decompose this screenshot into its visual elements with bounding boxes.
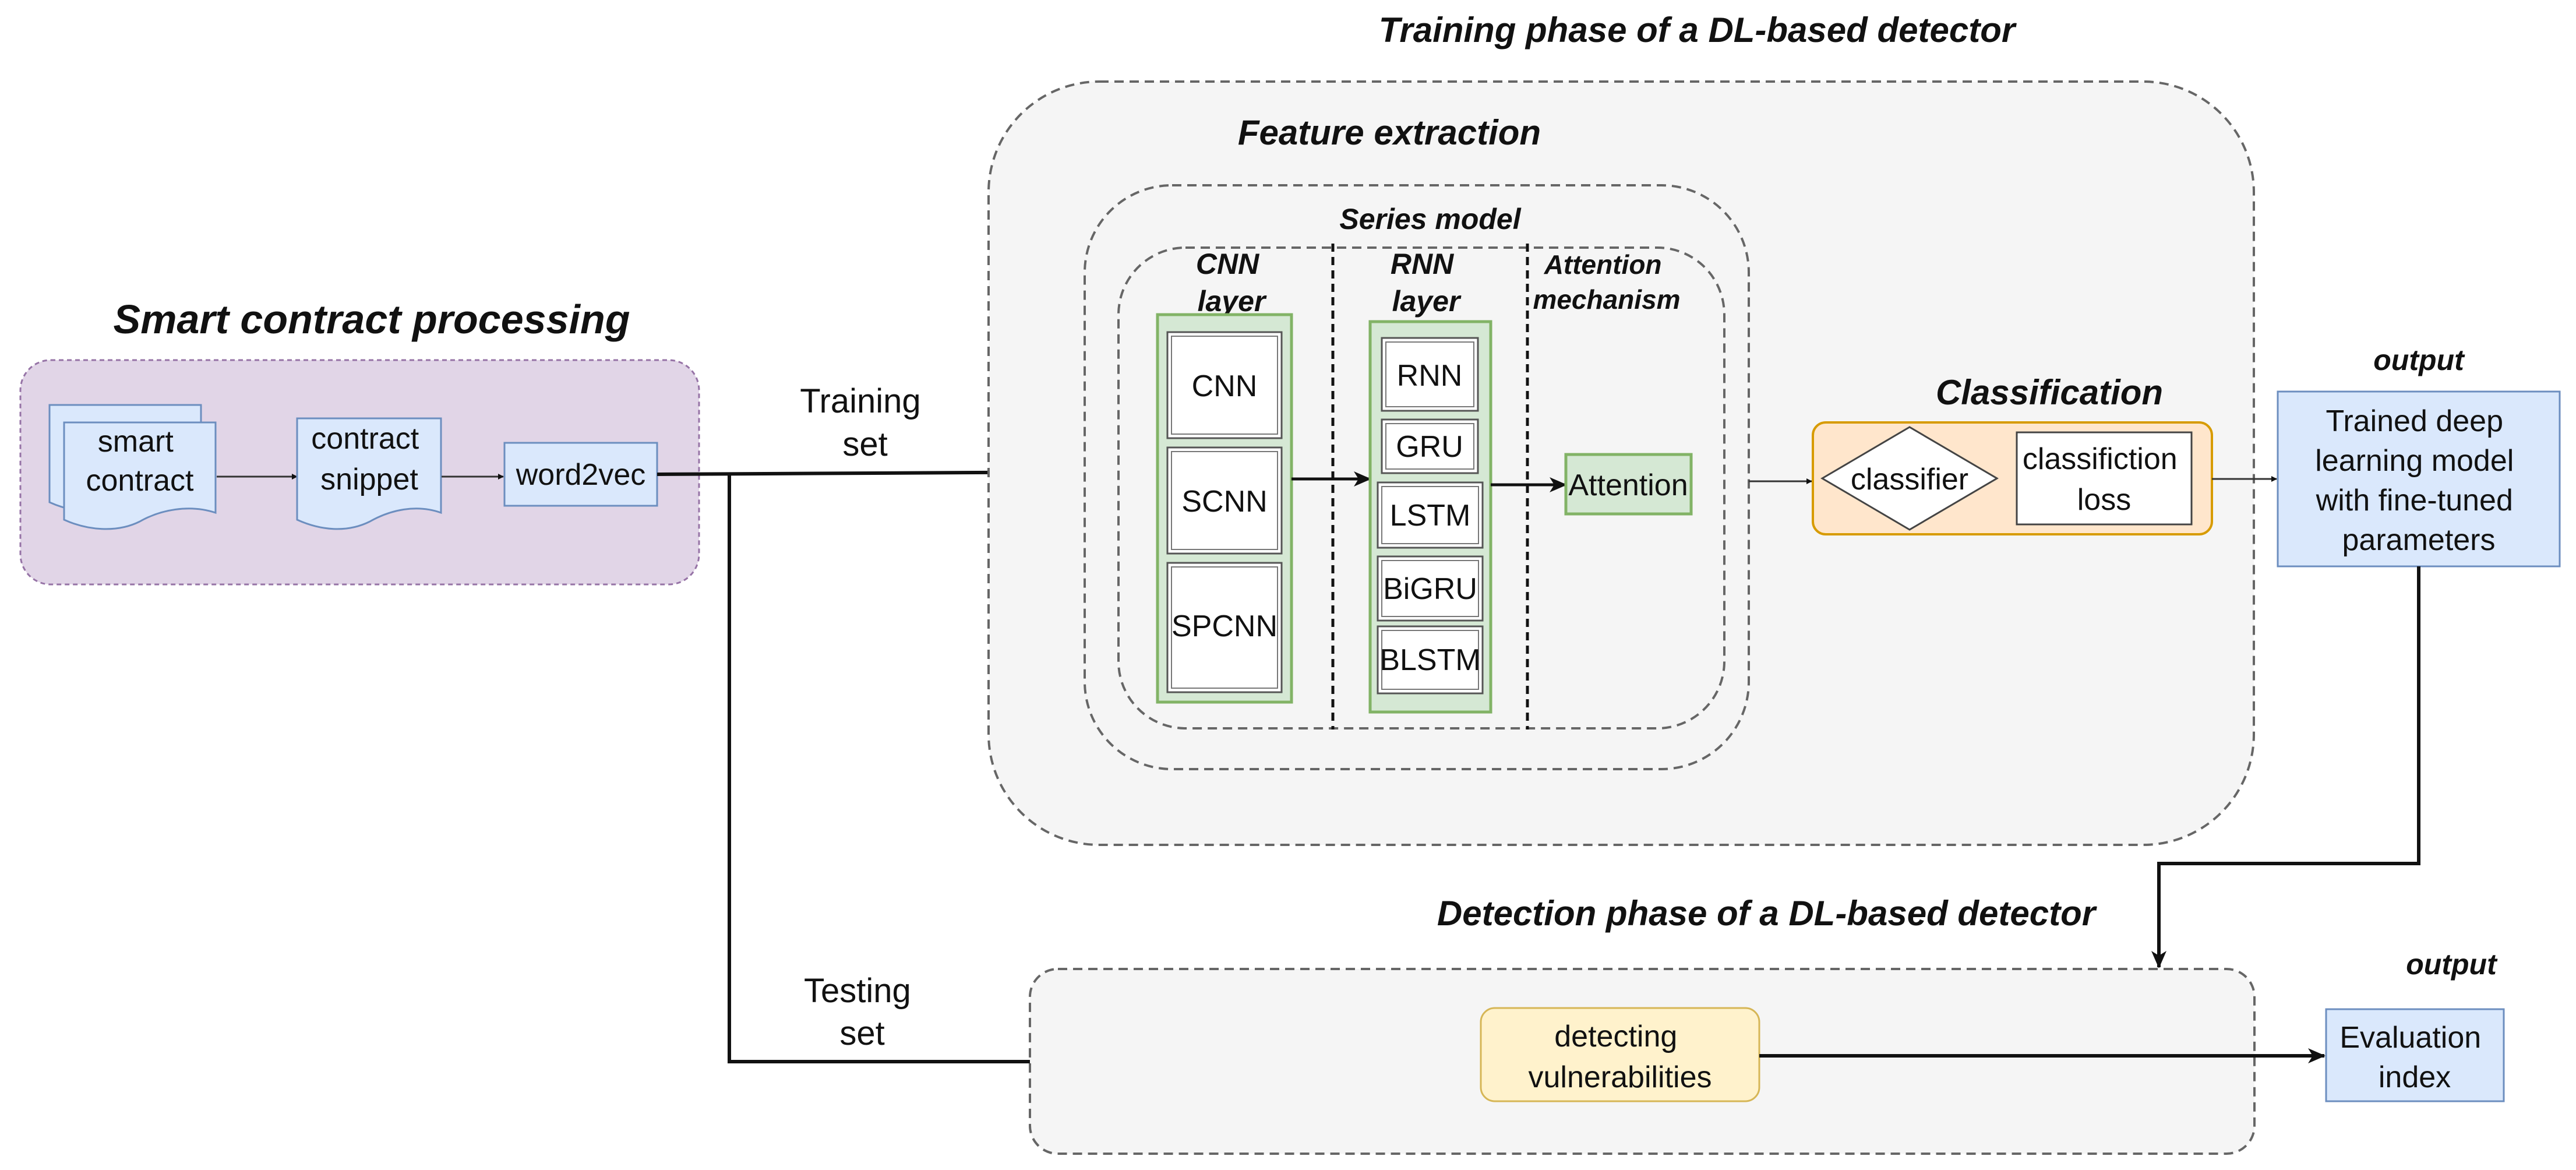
classifier-node: classifier (1820, 426, 1999, 531)
svg-text:Training set: Training set (800, 382, 930, 463)
detecting-vulnerabilities-node: detecting vulnerabilities (1480, 1007, 1760, 1102)
processing-title: Smart contract processing (114, 297, 630, 342)
cnn-item-scnn-label: SCNN (1181, 485, 1267, 519)
svg-text:Testing set: Testing set (804, 972, 920, 1052)
feature-extraction-panel (1084, 184, 1750, 770)
attention-title-1: Attention (1544, 249, 1662, 280)
detecting-line-2: vulnerabilities (1528, 1060, 1712, 1094)
series-model-title: Series model (1339, 203, 1521, 235)
feature-extraction-title: Feature extraction (1238, 113, 1541, 152)
rnn-item-rnn-label: RNN (1397, 359, 1463, 393)
rnn-item-gru: GRU (1381, 418, 1479, 474)
attention-node: Attention (1564, 453, 1693, 516)
svg-text:smart contract: smart contract (86, 425, 195, 498)
evaluation-line-1: Evaluation (2339, 1021, 2481, 1055)
attention-title-2: mechanism (1533, 284, 1680, 315)
svg-text:CNN layer: CNN layer (1196, 248, 1267, 318)
cnn-layer-title-2: layer (1198, 285, 1267, 318)
rnn-item-gru-label: GRU (1396, 430, 1463, 464)
detection-output-label: output (2406, 948, 2498, 981)
trained-model-line-3: with fine-tuned (2316, 484, 2513, 517)
edge-trained-model-to-detection (2151, 566, 2420, 968)
cnn-item-scnn: SCNN (1166, 446, 1283, 555)
contract-snippet-line-2: snippet (320, 463, 418, 496)
cnn-item-cnn: CNN (1166, 331, 1283, 439)
classifier-label: classifier (1851, 463, 1968, 496)
loss-line-2: loss (2077, 483, 2131, 517)
rnn-item-bigru: BiGRU (1377, 555, 1484, 622)
series-model-panel (1117, 246, 1725, 730)
rnn-layer-title-2: layer (1392, 285, 1462, 318)
contract-snippet-line-1: contract (311, 422, 419, 456)
contract-snippet-node: contract snippet (296, 417, 442, 530)
training-output-label: output (2373, 344, 2465, 376)
svg-text:classifiction loss: classifiction loss (2023, 442, 2186, 517)
classification-loss-node: classifiction loss (2016, 431, 2193, 526)
svg-text:contract snippet: contract snippet (311, 422, 427, 496)
svg-text:Attention mechanism: Attention mechanism (1533, 249, 1680, 315)
training-set-line-2: set (842, 425, 887, 463)
attention-label: Attention (1568, 468, 1688, 502)
evaluation-line-2: index (2379, 1060, 2451, 1094)
rnn-item-lstm: LSTM (1377, 481, 1484, 549)
word2vec-label: word2vec (516, 458, 646, 492)
svg-text:Evaluation index: Evaluation index (2339, 1021, 2489, 1094)
trained-model-node: Trained deep learning model with fine-tu… (2277, 390, 2561, 568)
cnn-item-cnn-label: CNN (1192, 369, 1258, 403)
evaluation-index-node: Evaluation index (2325, 1008, 2505, 1102)
cnn-layer-title-1: CNN (1196, 248, 1259, 280)
trained-model-line-1: Trained deep (2326, 404, 2504, 438)
cnn-item-spcnn: SPCNN (1166, 562, 1283, 693)
cnn-item-spcnn-label: SPCNN (1171, 609, 1278, 643)
trained-model-line-2: learning model (2315, 444, 2514, 478)
svg-text:RNN layer: RNN layer (1391, 248, 1462, 318)
rnn-item-rnn: RNN (1381, 337, 1479, 412)
testing-set-line-1: Testing (804, 972, 911, 1010)
detecting-line-1: detecting (1554, 1020, 1677, 1053)
svg-text:Trained deep learning mo: Trained deep learning model with fine-tu… (2315, 404, 2522, 557)
smart-contract-line-1: smart (98, 425, 174, 459)
testing-set-line-2: set (839, 1014, 884, 1052)
rnn-item-blstm: BLSTM (1377, 625, 1484, 695)
classification-title: Classification (1936, 373, 2163, 412)
word2vec-node: word2vec (503, 442, 658, 507)
loss-line-1: classifiction (2023, 442, 2178, 476)
smart-contract-line-2: contract (86, 464, 195, 498)
detection-phase-title: Detection phase of a DL-based detector (1437, 894, 2098, 933)
training-set-line-1: Training (800, 382, 920, 420)
smart-contract-node: smart contract (48, 404, 217, 530)
rnn-item-bigru-label: BiGRU (1383, 572, 1477, 606)
rnn-layer-title-1: RNN (1391, 248, 1454, 280)
rnn-item-lstm-label: LSTM (1390, 499, 1471, 533)
trained-model-line-4: parameters (2342, 523, 2496, 557)
rnn-item-blstm-label: BLSTM (1379, 643, 1480, 677)
svg-text:detecting vulnerabilitie: detecting vulnerabilities (1528, 1020, 1712, 1094)
training-phase-title: Training phase of a DL-based detector (1379, 10, 2017, 50)
